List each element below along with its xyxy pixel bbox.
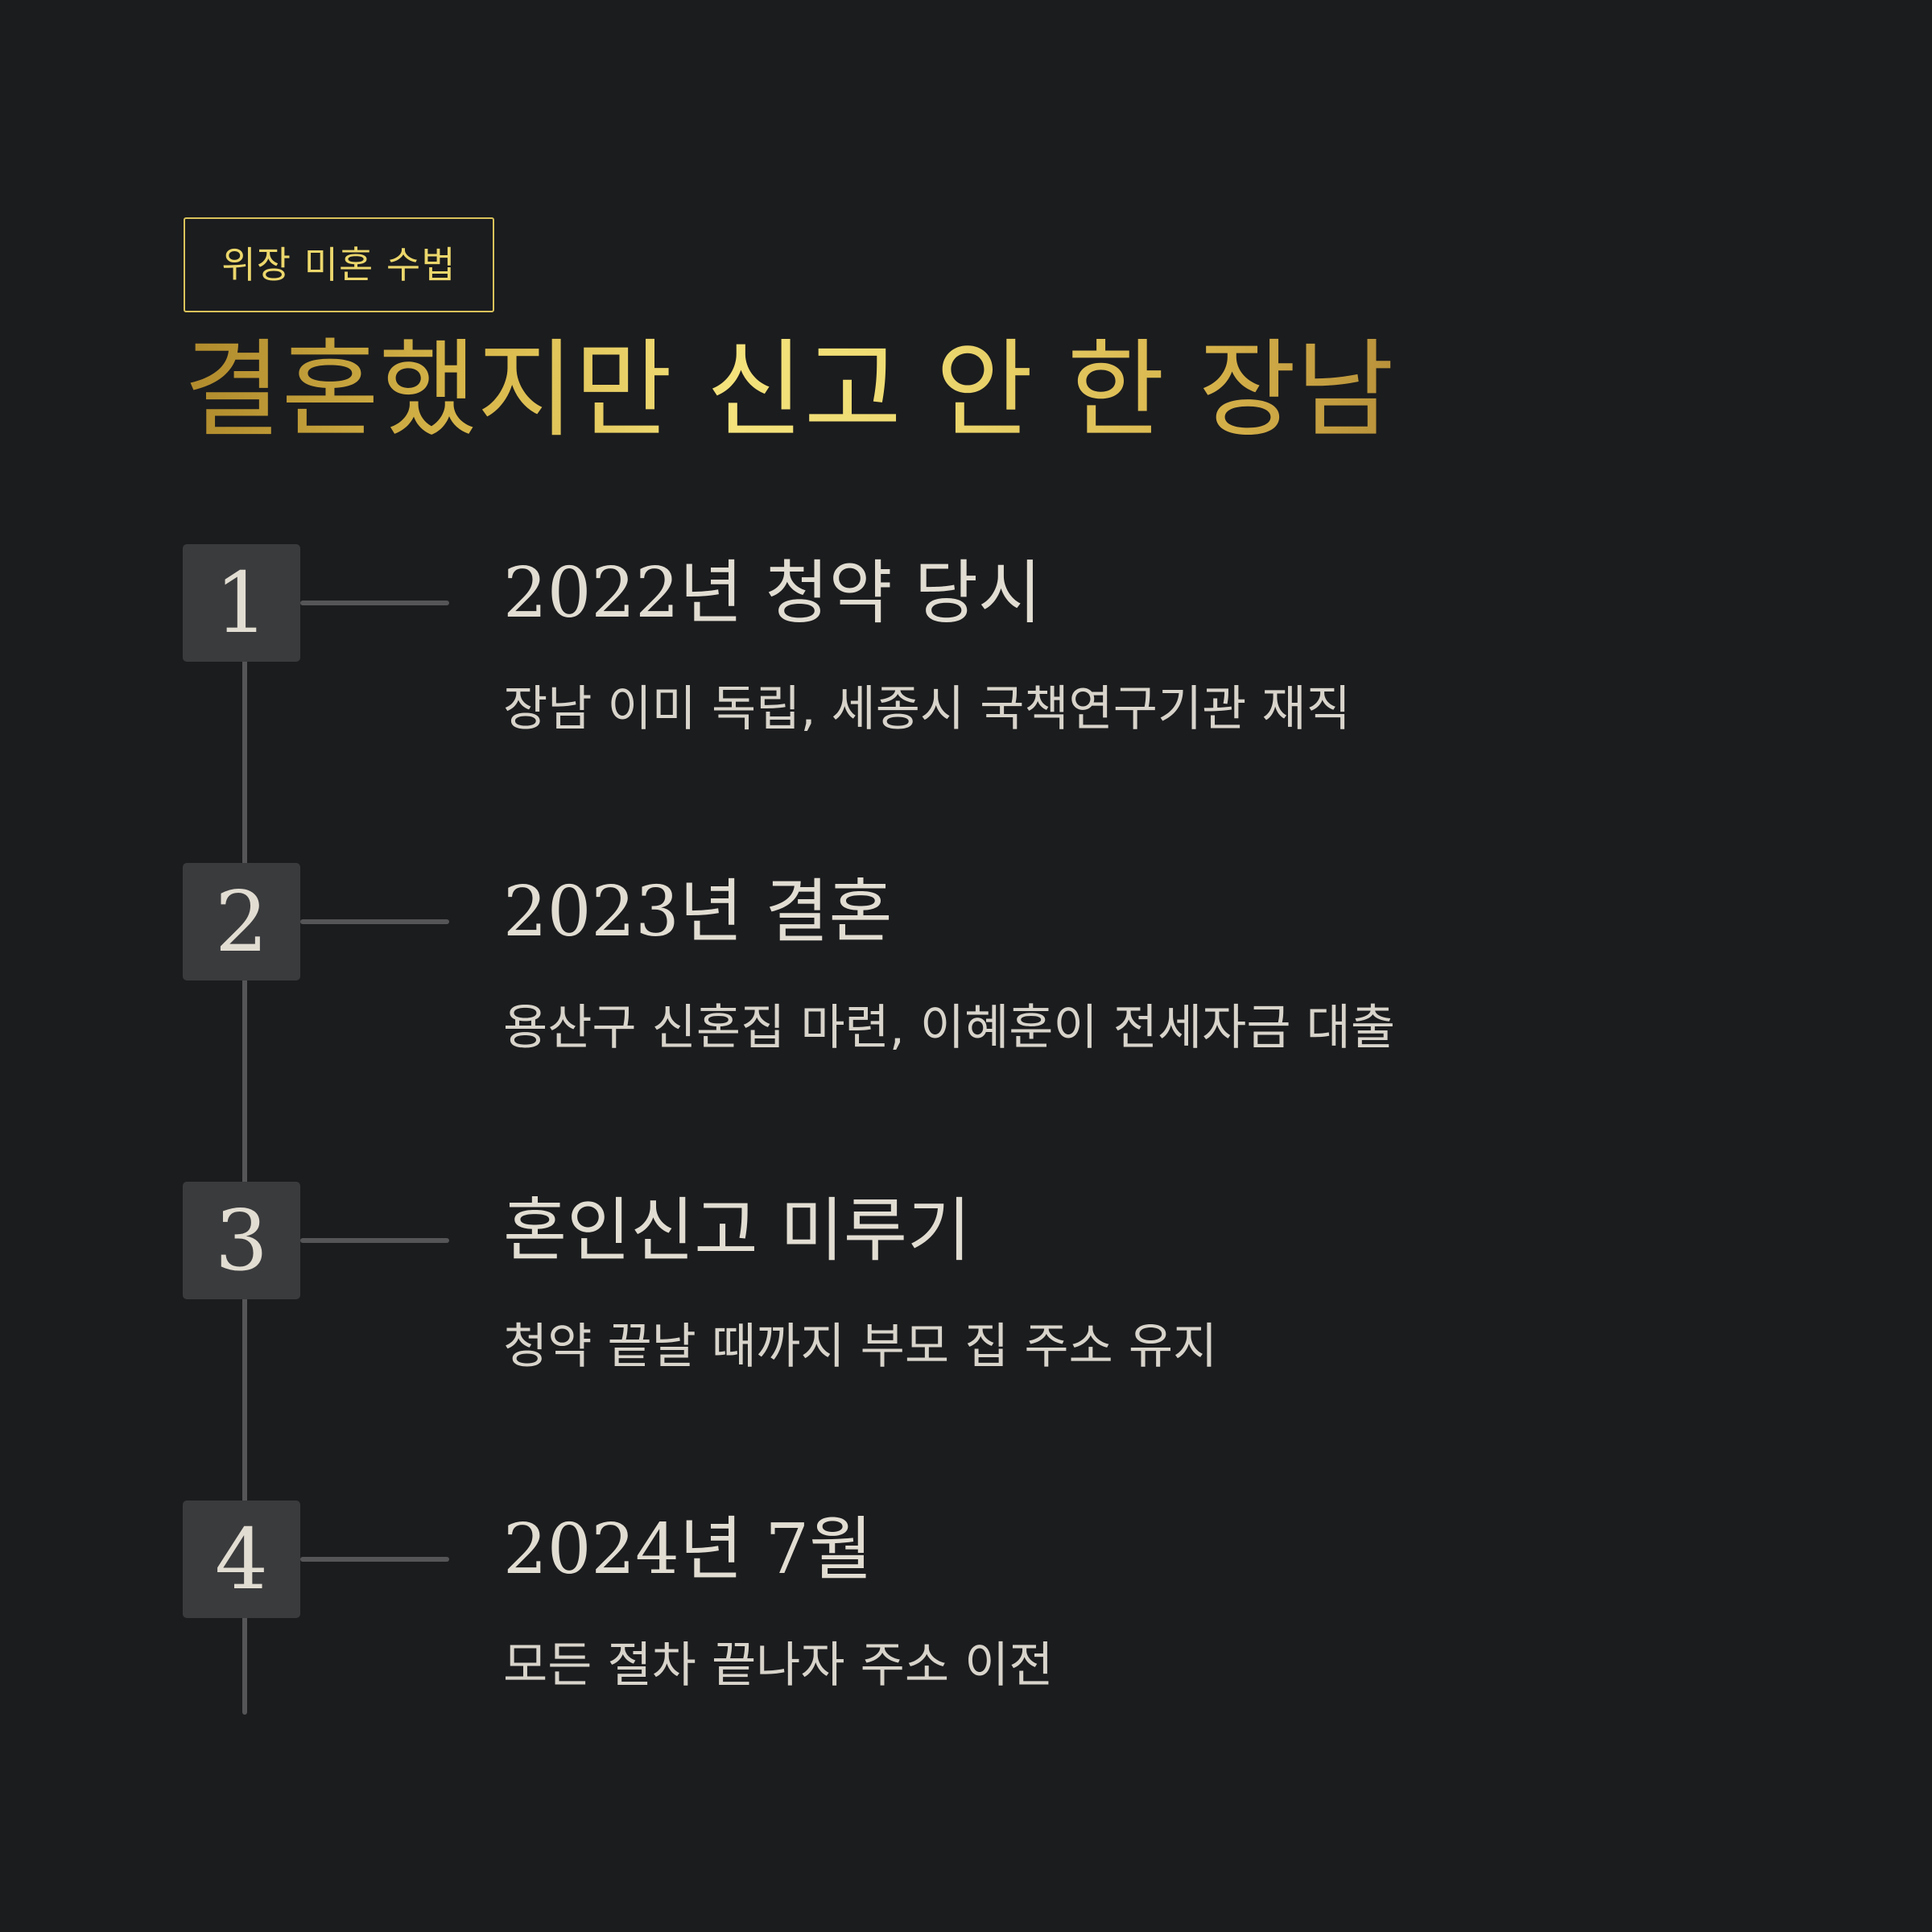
step-number-badge: 3 (183, 1182, 300, 1299)
step-title: 2023년 결혼 (503, 872, 893, 952)
step-number-badge: 2 (183, 863, 300, 980)
step-description: 장남 이미 독립, 세종시 국책연구기관 재직 (503, 681, 1351, 737)
step-connector (300, 601, 449, 605)
page-title: 결혼했지만 신고 안 한 장남 (184, 326, 1394, 455)
step-description: 모든 절차 끝나자 주소 이전 (503, 1637, 1054, 1694)
step-connector (300, 1238, 449, 1243)
timeline-spine (242, 602, 247, 1715)
step-title: 2024년 7월 (503, 1509, 873, 1590)
step-title: 2022년 청약 당시 (503, 553, 1042, 634)
timeline-step-1: 1 2022년 청약 당시 장남 이미 독립, 세종시 국책연구기관 재직 (0, 544, 1932, 753)
step-number-badge: 4 (183, 1501, 300, 1618)
step-connector (300, 919, 449, 924)
step-description: 용산구 신혼집 마련, 이혜훈이 전세자금 대출 (503, 1000, 1396, 1056)
step-connector (300, 1557, 449, 1562)
step-title: 혼인신고 미루기 (503, 1191, 972, 1271)
step-number-badge: 1 (183, 544, 300, 662)
category-tag: 위장 미혼 수법 (184, 217, 494, 312)
step-description: 청약 끝날 때까지 부모 집 주소 유지 (503, 1319, 1218, 1375)
timeline-step-3: 3 혼인신고 미루기 청약 끝날 때까지 부모 집 주소 유지 (0, 1182, 1932, 1391)
timeline-step-4: 4 2024년 7월 모든 절차 끝나자 주소 이전 (0, 1501, 1932, 1710)
timeline-step-2: 2 2023년 결혼 용산구 신혼집 마련, 이혜훈이 전세자금 대출 (0, 863, 1932, 1072)
